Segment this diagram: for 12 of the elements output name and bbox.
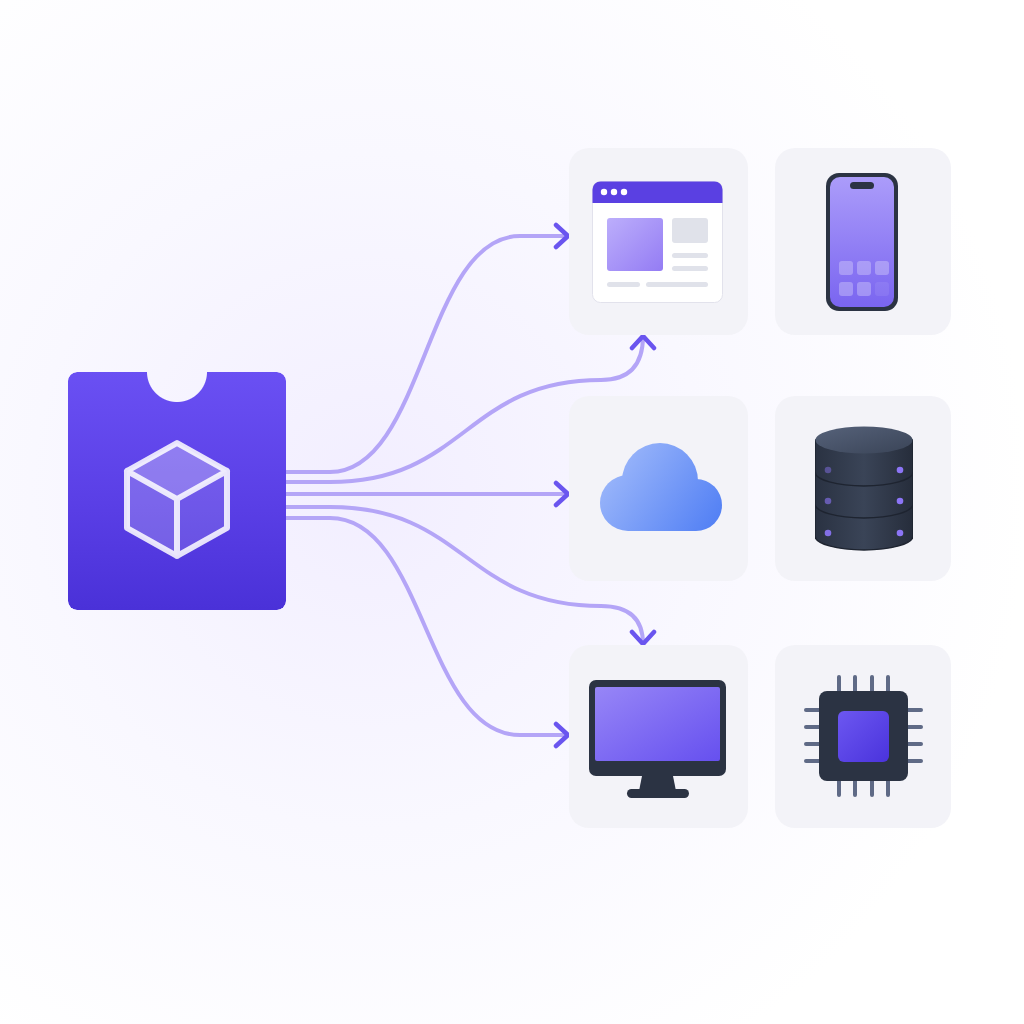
icon-tile — [775, 645, 951, 828]
icon-tile — [775, 396, 951, 581]
arrow — [284, 222, 571, 474]
arrow — [284, 505, 656, 647]
notched-card — [68, 372, 286, 610]
icon-tile — [569, 645, 748, 828]
arrow — [284, 480, 571, 508]
arrow — [284, 333, 656, 484]
arrow — [284, 516, 571, 749]
icon-tile — [569, 396, 748, 581]
icon-tile — [569, 148, 748, 335]
icon-tile — [775, 148, 951, 335]
